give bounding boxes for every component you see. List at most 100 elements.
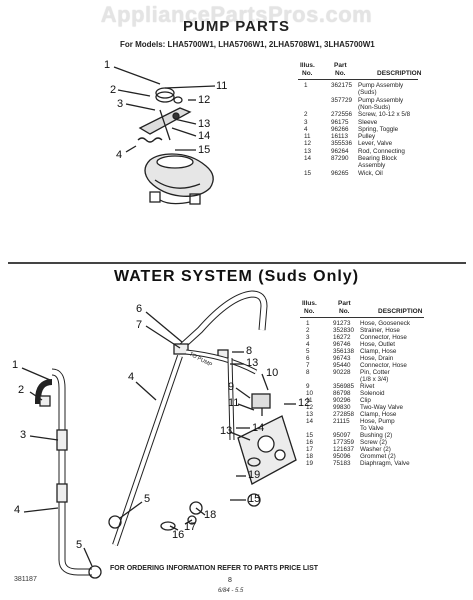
pump-callout-15: 15 [198, 144, 211, 156]
pump-callout-13: 13 [198, 118, 211, 130]
pump-callout-1: 1 [104, 59, 111, 71]
pump-row-desc-cell: (Suds) [358, 89, 377, 97]
pump-row-part-cell: 87290 [331, 155, 349, 162]
water-row-illus-cell: 4 [306, 341, 310, 348]
water-callout-18: 18 [204, 509, 217, 521]
water-row-desc-cell: Connector, Hose [360, 362, 407, 369]
water-callout-7: 7 [136, 319, 143, 331]
water-row-desc-cell: Pin, Cotter [360, 369, 390, 376]
water-row-part-cell: 91273 [333, 320, 351, 327]
water-row-desc-cell: Screw (2) [360, 439, 387, 446]
water-row-illus-cell: 5 [306, 348, 310, 355]
water-row-desc-cell: Bushing (2) [360, 432, 393, 439]
water-row-part-cell: 86798 [333, 390, 351, 397]
water-row-illus-cell: 15 [306, 432, 314, 439]
water-row-desc-cell: Hose, Gooseneck [360, 320, 411, 327]
water-header-part-no: No. [339, 308, 350, 315]
pump-row-illus-cell: 14 [304, 155, 312, 162]
pump-row-part-cell: 355536 [331, 140, 353, 148]
pump-row-desc-cell: Sleeve [358, 118, 378, 126]
water-row-illus-cell: 3 [306, 334, 310, 341]
water-callout-11: 11 [228, 397, 240, 409]
water-row-part-cell: 96746 [333, 341, 351, 348]
pump-row-part-cell: 357729 [331, 96, 353, 104]
water-row-desc-cell: Rivet [360, 383, 375, 390]
water-row-desc-cell: Clamp, Hose [360, 348, 397, 355]
water-callout-3: 3 [20, 429, 27, 441]
water-callout-17: 17 [184, 521, 197, 533]
water-row-desc-cell: Hose, Pump [360, 418, 395, 425]
water-row-part-cell: 90296 [333, 397, 351, 404]
pump-row-desc-cell: Assembly [358, 162, 386, 170]
water-row-desc-cell: Clamp, Hose [360, 411, 397, 418]
water-row-part-cell: 99830 [333, 404, 351, 411]
pump-row-illus-cell: 2 [304, 111, 308, 119]
pump-row-desc-cell: Wick, Oil [358, 169, 383, 177]
water-row-part-cell: 96743 [333, 355, 351, 362]
pump-row-illus-cell: 1 [304, 82, 308, 89]
water-row-part-cell: 95440 [333, 362, 351, 369]
water-header-illus-no: No. [304, 308, 315, 315]
water-callout-5a: 5 [144, 493, 151, 505]
section-divider [8, 262, 466, 264]
pump-row-part-cell: 96175 [331, 118, 349, 126]
water-row-desc-cell: Clip [360, 397, 371, 404]
document-number: 381187 [14, 576, 37, 583]
water-callout-2: 2 [18, 384, 25, 396]
pump-row-illus-cell: 11 [304, 133, 311, 141]
pump-header-part-no: No. [335, 70, 346, 77]
water-callout-4b: 4 [14, 504, 21, 516]
water-row-part-cell: 352830 [333, 327, 355, 334]
water-row-desc-cell: Connector, Hose [360, 334, 407, 341]
pump-row-illus-cell: 13 [304, 147, 312, 155]
water-row-part-cell: 90228 [333, 369, 351, 376]
pump-row-desc-cell: Bearing Block [358, 155, 397, 162]
water-row-desc-cell: (1/8 x 3/4) [360, 376, 389, 383]
water-row-part-cell: 95096 [333, 453, 351, 460]
water-row-desc-cell: Two-Way Valve [360, 404, 404, 411]
water-row-illus-cell: 11 [306, 397, 313, 404]
pump-header-illus-no: No. [302, 70, 313, 77]
pump-row-desc-cell: (Non-Suds) [358, 103, 391, 111]
pump-row-illus-cell: 4 [304, 125, 308, 133]
pump-row-part-cell: 16113 [331, 133, 349, 141]
pump-row-part-cell: 96266 [331, 125, 349, 133]
water-row-illus-cell: 8 [306, 369, 310, 376]
pump-row-illus-cell: 3 [304, 118, 308, 126]
pump-parts-title: PUMP PARTS [183, 18, 290, 35]
water-row-illus-cell: 14 [306, 418, 314, 425]
pump-callout-3: 3 [117, 98, 124, 110]
pump-row-part-cell: 96264 [331, 147, 349, 155]
pump-row-desc-cell: Pump Assembly [358, 96, 404, 104]
pump-row-part-cell: 362175 [331, 82, 353, 89]
water-row-desc-cell: To Valve [360, 425, 384, 432]
water-callout-9: 9 [228, 381, 235, 393]
pump-row-part-cell: 272556 [331, 111, 353, 119]
water-row-illus-cell: 13 [306, 411, 314, 418]
pump-row-desc-cell: Lever, Valve [358, 140, 393, 148]
water-callout-14: 14 [252, 422, 265, 434]
water-callout-8: 8 [246, 345, 253, 357]
water-row-illus-cell: 1 [306, 320, 310, 327]
pump-callout-14: 14 [198, 130, 211, 142]
water-callout-13b: 13 [220, 425, 233, 437]
water-row-illus-cell: 18 [306, 453, 314, 460]
water-row-illus-cell: 17 [306, 446, 314, 453]
page-number: 8 [228, 577, 232, 584]
pump-header-rule [298, 79, 418, 80]
water-callout-10: 10 [266, 367, 279, 379]
water-row-desc-cell: Hose, Drain [360, 355, 394, 362]
water-row-illus-cell: 16 [306, 439, 314, 446]
water-row-part-cell: 121637 [333, 446, 355, 453]
water-row-desc-cell: Washer (2) [360, 446, 391, 453]
pump-row-illus-cell: 12 [304, 140, 312, 148]
water-row-illus-cell: 12 [306, 404, 314, 411]
pump-callout-12: 12 [198, 94, 211, 106]
water-header-illus: Illus. [302, 300, 317, 307]
water-row-desc-cell: Grommet (2) [360, 453, 396, 460]
water-row-part-cell: 356985 [333, 383, 355, 390]
water-row-part-cell: 75183 [333, 460, 351, 467]
water-row-illus-cell: 19 [306, 460, 314, 467]
